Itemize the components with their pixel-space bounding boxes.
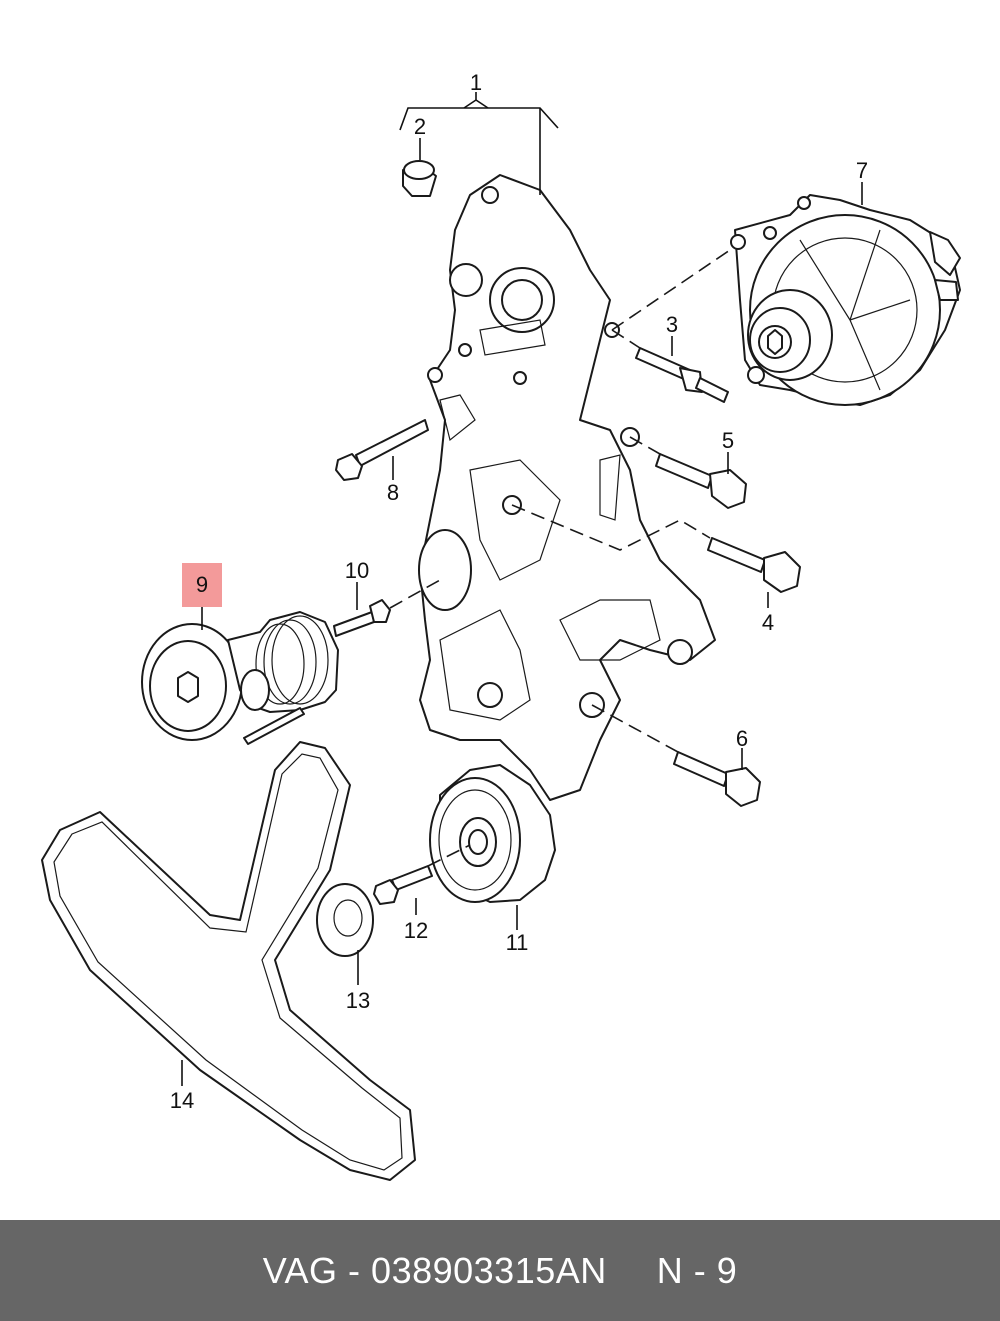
callout-4: 4 <box>762 610 774 635</box>
part-number-footer: VAG - 038903315AN N - 9 <box>0 1220 1000 1321</box>
idler-pulley-part <box>429 764 556 903</box>
callout-12: 12 <box>404 918 428 943</box>
callout-8: 8 <box>387 480 399 505</box>
callout-3: 3 <box>666 312 678 337</box>
bracket-part <box>418 174 716 801</box>
callout-6: 6 <box>736 726 748 751</box>
callout-7: 7 <box>856 158 868 183</box>
position-reference: N - 9 <box>656 1249 738 1291</box>
callout-10: 10 <box>345 558 369 583</box>
bolt-part-6 <box>673 751 761 807</box>
spacer-sleeve-part <box>402 160 437 197</box>
callout-13: 13 <box>346 988 370 1013</box>
callout-14: 14 <box>170 1088 194 1113</box>
part-reference: VAG - 038903315AN <box>262 1249 607 1291</box>
callout-2: 2 <box>414 114 426 139</box>
bolt-part-12 <box>373 865 433 905</box>
bolt-part-8 <box>335 419 429 481</box>
bolt-part-10 <box>333 599 391 637</box>
bolt-part-4 <box>707 537 801 593</box>
callout-11: 11 <box>506 930 529 955</box>
alternator-part <box>730 194 961 406</box>
exploded-parts-diagram: 1 2 3 4 5 6 7 8 9 10 11 12 13 14 <box>41 70 961 1181</box>
callout-labels: 1 2 3 4 5 6 7 8 9 10 11 12 13 14 <box>170 70 868 1113</box>
assembly-lines <box>389 249 731 867</box>
callout-1: 1 <box>470 70 482 95</box>
bolt-part-5 <box>655 453 747 509</box>
ribbed-belt-part <box>41 741 416 1181</box>
callout-9: 9 <box>196 572 208 597</box>
pulley-cover-part <box>316 883 374 957</box>
bolt-part-3 <box>635 347 729 403</box>
highlight-box-9 <box>182 563 222 607</box>
tensioner-part <box>141 611 339 745</box>
callout-5: 5 <box>722 428 734 453</box>
